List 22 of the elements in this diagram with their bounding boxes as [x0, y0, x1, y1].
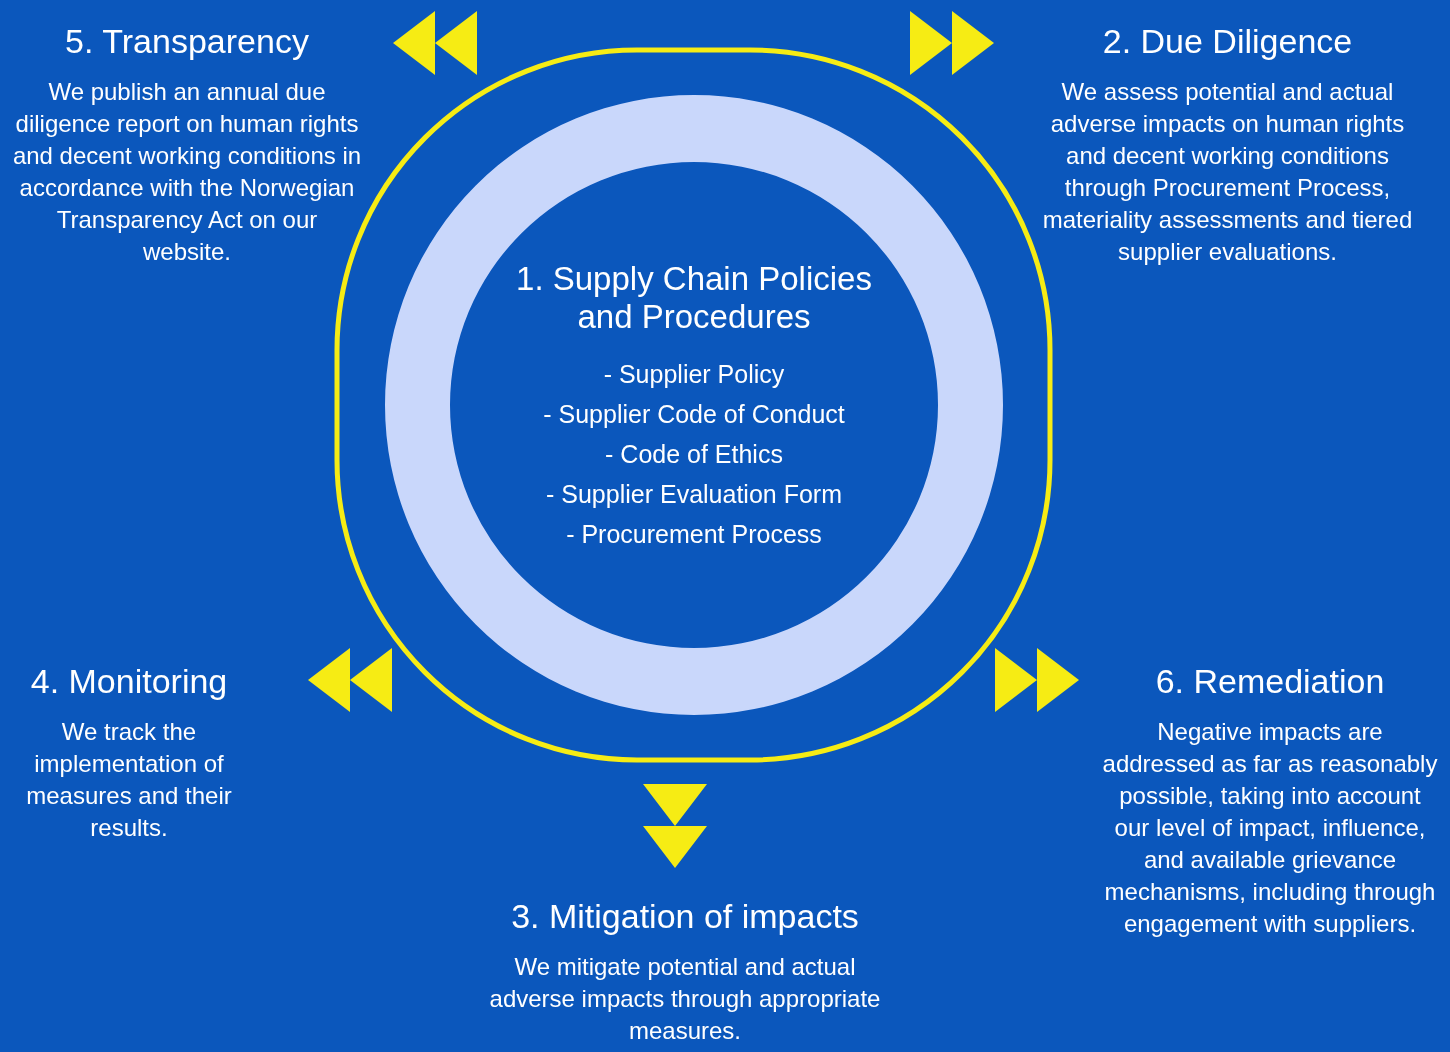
double-chevron-arrow: [910, 11, 994, 75]
step-description: We publish an annual due diligence report on human rights and decent working conditions in accordance with the Norwegian Transparency Act on our website.: [12, 77, 362, 267]
step-heading: 6. Remediation: [1155, 662, 1385, 700]
step-heading: 5. Transparency: [65, 22, 309, 60]
step-heading: 2. Due Diligence: [1102, 22, 1353, 60]
step-description: We assess potential and actual adverse impacts on human rights and decent working conditions through Procurement Process, materiality assessments and tiered supplier evaluations.: [1041, 77, 1414, 267]
double-chevron-arrow: [393, 11, 477, 75]
double-chevron-arrow: [995, 648, 1079, 712]
step-heading: 4. Monitoring: [30, 662, 228, 700]
policy-item: - Procurement Process: [566, 519, 822, 550]
policy-ring: [385, 95, 1003, 715]
policy-item: - Code of Ethics: [605, 439, 783, 470]
step-heading: 3. Mitigation of impacts: [511, 897, 859, 935]
double-chevron-arrow: [643, 784, 707, 868]
policy-item: - Supplier Code of Conduct: [543, 399, 845, 430]
center-heading: 1. Supply Chain Policies and Procedures: [515, 260, 873, 336]
step-description: Negative impacts are addressed as far as reasonably possible, taking into account our level of impact, influence, and available grievance mechanisms, including through engagement with suppliers.: [1101, 717, 1439, 939]
step-description: We mitigate potential and actual adverse impacts through appropriate measures.: [488, 952, 882, 1046]
double-chevron-arrow: [308, 648, 392, 712]
step-description: We track the implementation of measures and their results.: [25, 717, 233, 843]
policy-item: - Supplier Evaluation Form: [546, 479, 842, 510]
policy-item: - Supplier Policy: [603, 359, 785, 390]
